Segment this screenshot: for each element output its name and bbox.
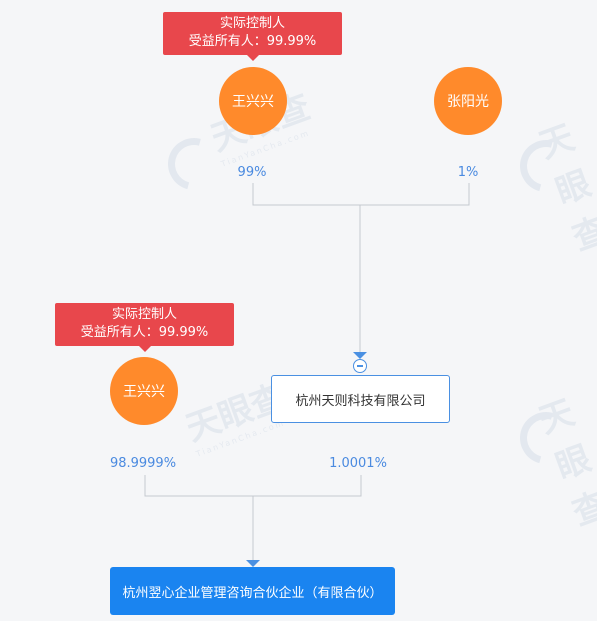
- target-company-node[interactable]: 杭州翌心企业管理咨询合伙企业（有限合伙）: [110, 567, 395, 615]
- company-name: 杭州天则科技有限公司: [295, 393, 426, 409]
- person-node[interactable]: 张阳光: [434, 67, 502, 135]
- controller-role: 实际控制人: [111, 307, 177, 322]
- beneficial-owner-share: 受益所有人：99.99%: [80, 325, 209, 340]
- company-node[interactable]: 杭州天则科技有限公司: [271, 375, 450, 423]
- person-name: 张阳光: [447, 94, 489, 110]
- controller-badge: 实际控制人 受益所有人：99.99%: [163, 12, 342, 61]
- share-percent: 98.9999%: [109, 456, 177, 471]
- connector-owners-2: [144, 475, 362, 497]
- share-percent: 1.0001%: [329, 456, 387, 471]
- share-percent: 1%: [457, 165, 479, 180]
- beneficial-owner-share: 受益所有人：99.99%: [188, 34, 317, 49]
- person-node[interactable]: 王兴兴: [219, 67, 287, 135]
- share-percent: 99%: [237, 165, 267, 180]
- person-name: 王兴兴: [123, 384, 165, 400]
- connector-owners: [252, 183, 470, 206]
- collapse-toggle-icon[interactable]: [353, 359, 367, 373]
- target-company-name: 杭州翌心企业管理咨询合伙企业（有限合伙）: [122, 585, 383, 601]
- arrow-down-icon: [353, 352, 367, 359]
- controller-role: 实际控制人: [219, 16, 285, 31]
- person-name: 王兴兴: [232, 94, 274, 110]
- controller-badge: 实际控制人 受益所有人：99.99%: [55, 303, 234, 352]
- arrow-down-icon: [246, 560, 260, 567]
- person-node[interactable]: 王兴兴: [110, 357, 178, 425]
